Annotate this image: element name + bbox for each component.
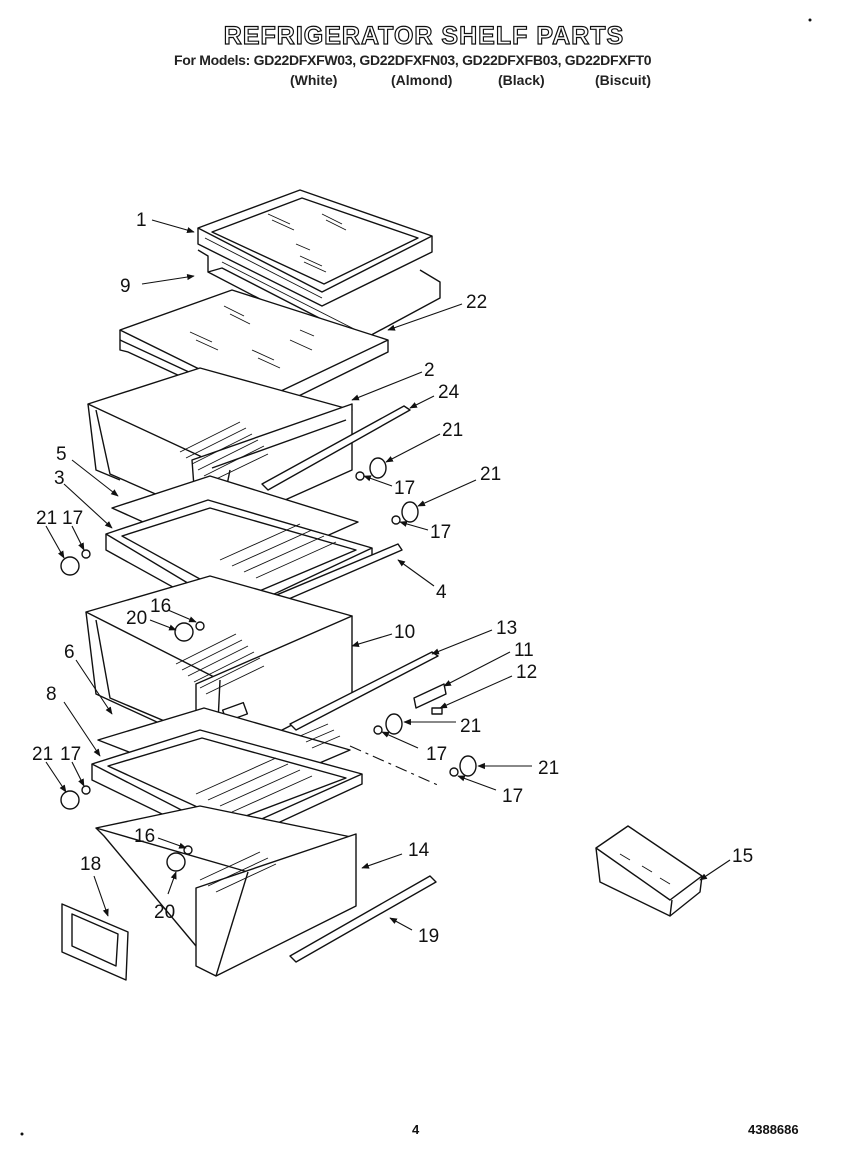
callout-21e: 21 [538,758,559,779]
callout-labels: 1 9 22 2 24 21 17 21 17 5 3 4 21 17 16 2… [32,210,753,947]
part-18-insert [61,903,129,981]
part-24-rail [261,405,411,491]
callout-17e: 17 [502,786,523,807]
color-almond: (Almond) [391,72,453,88]
callout-16b: 16 [134,826,155,847]
callout-21c: 21 [36,508,57,529]
callout-17f: 17 [60,744,81,765]
callout-20b: 20 [154,902,175,923]
callout-14: 14 [408,840,430,861]
scan-dot [20,1132,24,1136]
callout-5: 5 [56,444,67,465]
part-19-rail [289,875,437,963]
part-15-bin [595,825,703,917]
callout-21b: 21 [480,464,501,485]
callout-20a: 20 [126,608,147,629]
callout-21a: 21 [442,420,463,441]
callout-21d: 21 [460,716,481,737]
callout-6: 6 [64,642,75,663]
callout-3: 3 [54,468,65,489]
diagram-title: REFRIGERATOR SHELF PARTS [223,21,625,50]
part-6-8-lower-cover [91,707,363,847]
page-number: 4 [412,1122,420,1137]
callout-17c: 17 [62,508,83,529]
color-white: (White) [290,72,338,88]
callout-12: 12 [516,662,537,683]
callout-15: 15 [732,846,753,867]
callout-17d: 17 [426,744,447,765]
callout-16a: 16 [150,596,171,617]
part-5-3-4-crisper-cover [105,475,403,623]
callout-11: 11 [514,640,534,661]
callout-13: 13 [496,618,517,639]
assembly-line [349,745,441,787]
callout-4: 4 [436,582,447,603]
callout-19: 19 [418,926,439,947]
callout-21f: 21 [32,744,53,765]
callout-1: 1 [136,210,147,231]
callout-9: 9 [120,276,131,297]
part-13-rail [289,651,439,731]
callout-10: 10 [394,622,415,643]
callout-24: 24 [438,382,460,403]
callout-2: 2 [424,360,435,381]
part-11-12-clip [413,683,447,715]
callout-17b: 17 [430,522,451,543]
color-black: (Black) [498,72,545,88]
document-number: 4388686 [748,1122,799,1137]
part-14-bottom-drawer [95,805,357,977]
callout-18: 18 [80,854,101,875]
models-line: For Models: GD22DFXFW03, GD22DFXFN03, GD… [174,52,652,68]
roller-hardware [60,457,477,872]
callout-8: 8 [46,684,57,705]
leader-lines [45,219,731,931]
color-biscuit: (Biscuit) [595,72,651,88]
callout-17a: 17 [394,478,415,499]
callout-22: 22 [466,292,487,313]
scan-dot [808,18,812,22]
part-1-glass-shelf [197,189,433,307]
